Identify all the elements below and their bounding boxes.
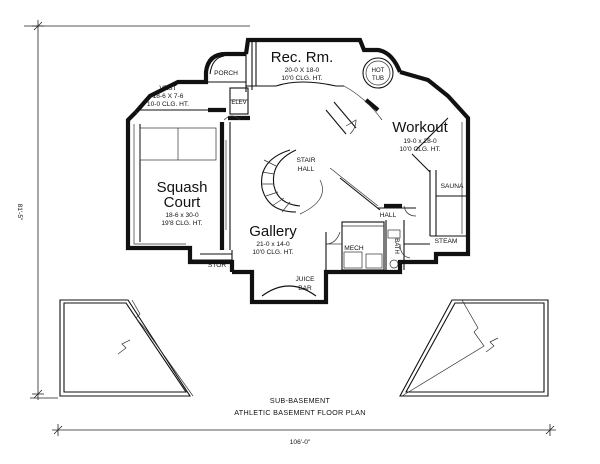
left-wing <box>59 299 194 397</box>
bath-name: BATH <box>393 238 399 254</box>
stair-hall-line1: STAIR <box>297 157 316 164</box>
gallery-stor <box>192 232 342 272</box>
squash-court <box>139 122 231 250</box>
squash-line1: Squash <box>157 179 208 196</box>
rec-rm-ceiling: 10'0 CLG. HT. <box>281 75 322 82</box>
gallery-size: 21-0 x 14-0 <box>256 241 290 248</box>
squash-line2: Court <box>164 194 202 211</box>
squash-size: 18-6 x 30-0 <box>165 212 199 219</box>
juice-bar-line1: JUICE <box>295 276 315 283</box>
steam-name: STEAM <box>435 238 458 245</box>
vest-ceiling: 10-0 CLG. HT. <box>147 101 189 108</box>
sauna-name: SAUNA <box>441 183 464 190</box>
workout-name: Workout <box>392 119 448 136</box>
elev-name: ELEV <box>231 100 246 106</box>
workout-ceiling: 10'0 CLG. HT. <box>399 146 440 153</box>
hall-name: HALL <box>380 212 397 219</box>
right-wing <box>399 299 549 397</box>
hot-tub-line2: TUB <box>372 76 384 82</box>
squash-ceiling: 19'8 CLG. HT. <box>161 220 202 227</box>
dimension-lines <box>24 20 556 436</box>
width-dimension: 106'-0" <box>290 439 311 446</box>
stair-hall-line2: HALL <box>298 166 315 173</box>
hot-tub-line1: HOT <box>372 68 385 74</box>
depth-dimension: 81'-5" <box>16 204 23 221</box>
mech-name: MECH <box>344 245 364 252</box>
door-swings <box>223 115 417 259</box>
gallery-name: Gallery <box>249 223 297 240</box>
rec-rm-size: 20-0 X 18-0 <box>285 67 320 74</box>
rec-rm-name: Rec. Rm. <box>271 49 334 66</box>
rec-room-walls <box>246 40 394 121</box>
workout-size: 19-0 x 28-0 <box>403 138 437 145</box>
stor-name: STOR <box>208 262 226 269</box>
porch-name: PORCH <box>214 70 238 77</box>
juice-bar-line2: BAR <box>298 285 312 292</box>
caption-line2: ATHLETIC BASEMENT FLOOR PLAN <box>234 408 366 417</box>
vest-name: VEST <box>159 85 176 92</box>
gallery-ceiling: 10'0 CLG. HT. <box>252 249 293 256</box>
vest-size: 18-6 X 7-6 <box>153 93 184 100</box>
porch-vest-walls <box>140 54 250 121</box>
caption-line1: SUB-BASEMENT <box>270 396 331 405</box>
workout-sauna-steam <box>341 117 468 271</box>
spiral-stair <box>261 101 381 215</box>
